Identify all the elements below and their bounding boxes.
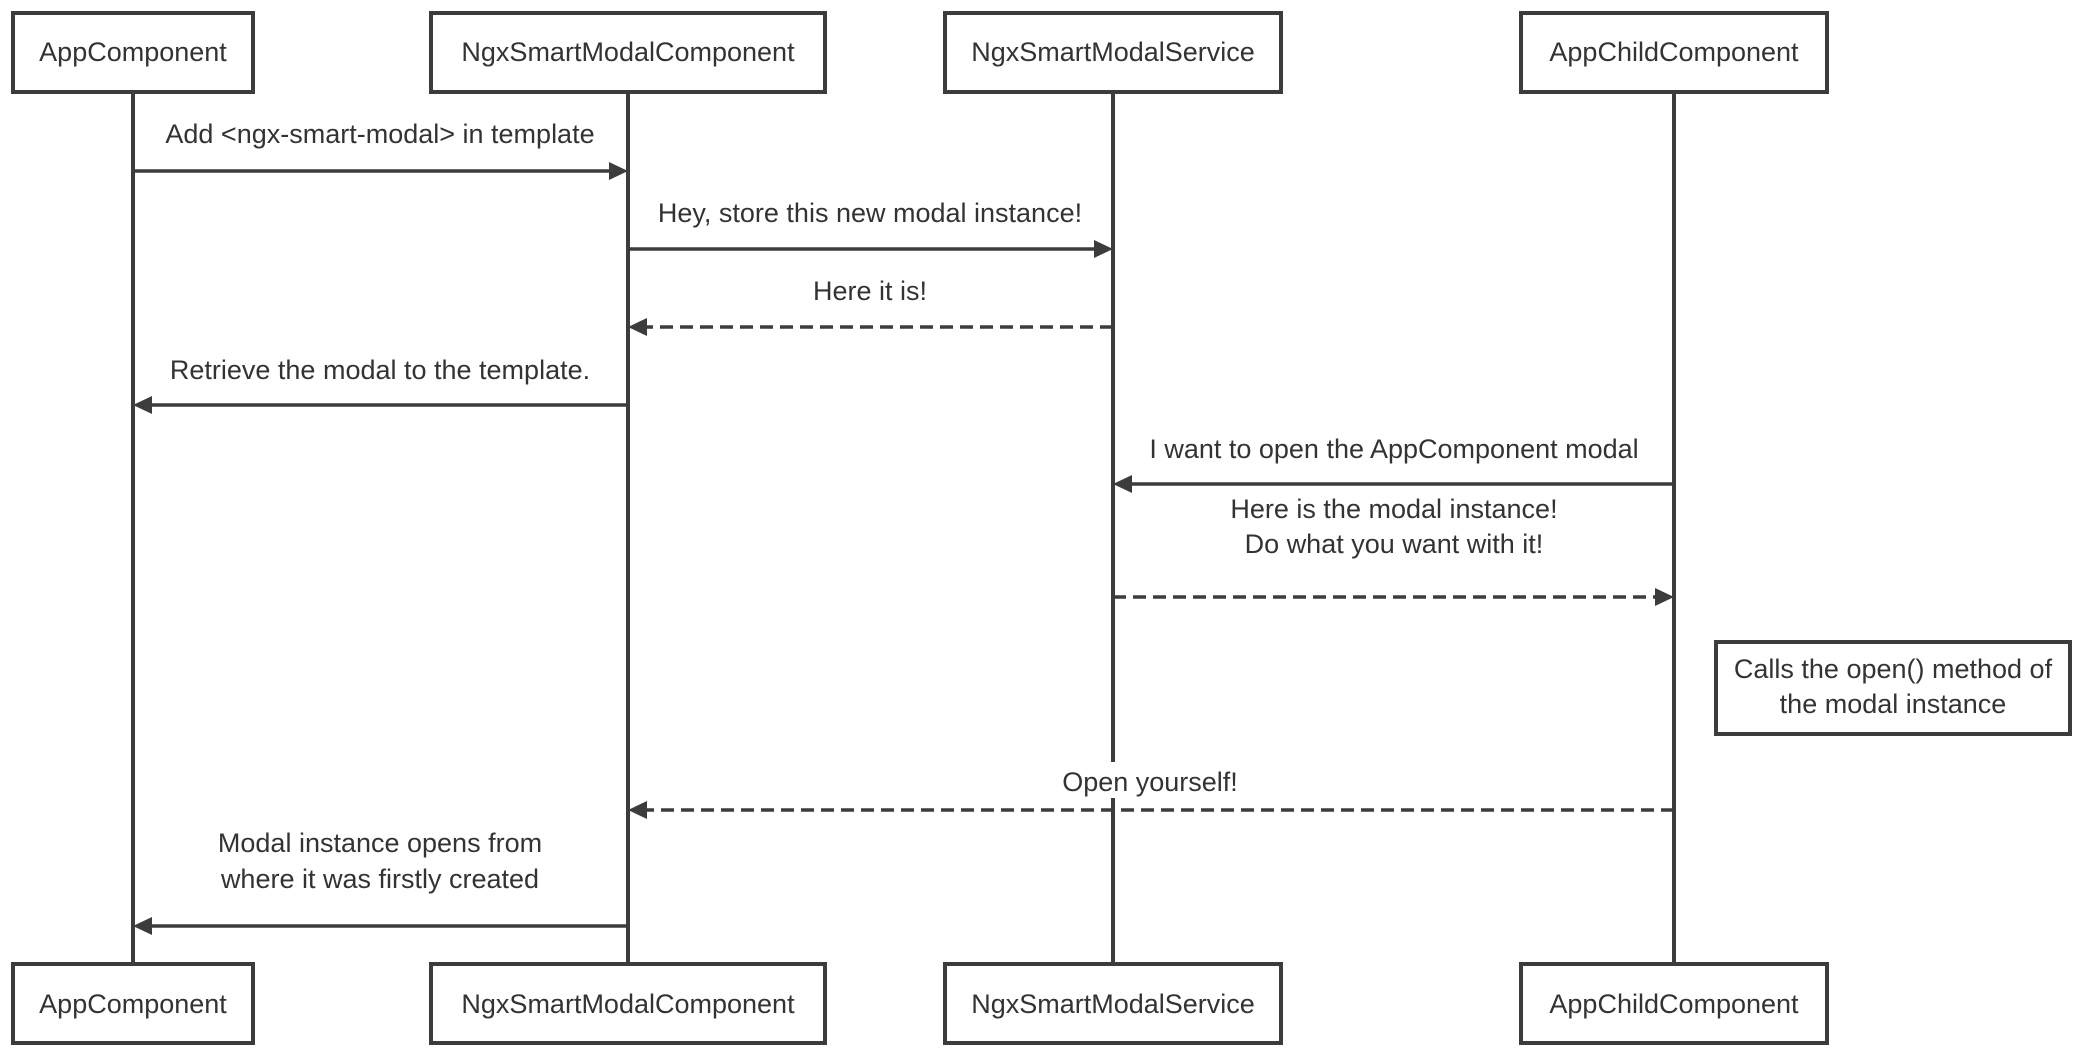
- participant-app-child-component-bottom: AppChildComponent: [1519, 962, 1829, 1045]
- lifelines: [131, 92, 1676, 964]
- participants-bottom: AppComponent NgxSmartModalComponent NgxS…: [11, 962, 1829, 1045]
- message-want-to-open: I want to open the AppComponent modal: [1113, 434, 1674, 493]
- arrowhead-right-icon: [1094, 240, 1113, 258]
- participant-app-child-component-top: AppChildComponent: [1519, 11, 1829, 94]
- message-label-line-2: Do what you want with it!: [1245, 529, 1544, 559]
- message-label-line-1: Modal instance opens from: [218, 828, 542, 858]
- message-label-line-2: where it was firstly created: [220, 864, 539, 894]
- label-background: [1050, 762, 1250, 798]
- arrowhead-right-icon: [609, 162, 628, 180]
- message-add-ngx-smart-modal: Add <ngx-smart-modal> in template: [133, 119, 628, 180]
- participant-label: AppComponent: [39, 989, 227, 1019]
- note-label-line-2: the modal instance: [1780, 689, 2007, 719]
- message-label: I want to open the AppComponent modal: [1149, 434, 1638, 464]
- arrowhead-left-icon: [1113, 475, 1132, 493]
- arrowhead-left-icon: [628, 801, 647, 819]
- participant-ngx-smart-modal-component-top: NgxSmartModalComponent: [429, 11, 827, 94]
- participants-top: AppComponent NgxSmartModalComponent NgxS…: [11, 11, 1829, 94]
- participant-label: NgxSmartModalService: [971, 37, 1255, 67]
- arrowhead-left-icon: [133, 917, 152, 935]
- message-store-modal-instance: Hey, store this new modal instance!: [628, 198, 1113, 258]
- participant-app-component-bottom: AppComponent: [11, 962, 255, 1045]
- participant-ngx-smart-modal-component-bottom: NgxSmartModalComponent: [429, 962, 827, 1045]
- participant-ngx-smart-modal-service-bottom: NgxSmartModalService: [943, 962, 1283, 1045]
- message-label-line-1: Here is the modal instance!: [1230, 494, 1557, 524]
- message-label: Here it is!: [813, 276, 927, 306]
- participant-ngx-smart-modal-service-top: NgxSmartModalService: [943, 11, 1283, 94]
- message-label: Open yourself!: [1062, 767, 1238, 797]
- participant-label: AppChildComponent: [1549, 37, 1799, 67]
- arrowhead-right-icon: [1655, 588, 1674, 606]
- message-label: Add <ngx-smart-modal> in template: [165, 119, 594, 149]
- participant-app-component-top: AppComponent: [11, 11, 255, 94]
- message-label: Hey, store this new modal instance!: [658, 198, 1082, 228]
- participant-label: AppChildComponent: [1549, 989, 1799, 1019]
- arrowhead-left-icon: [133, 396, 152, 414]
- message-modal-opens: Modal instance opens from where it was f…: [133, 828, 628, 935]
- participant-label: AppComponent: [39, 37, 227, 67]
- participant-label: NgxSmartModalService: [971, 989, 1255, 1019]
- messages: Add <ngx-smart-modal> in template Hey, s…: [133, 119, 1674, 935]
- arrowhead-left-icon: [628, 318, 647, 336]
- message-retrieve-modal: Retrieve the modal to the template.: [133, 355, 628, 414]
- note-label-line-1: Calls the open() method of: [1734, 654, 2053, 684]
- participant-label: NgxSmartModalComponent: [461, 37, 795, 67]
- message-open-yourself: Open yourself!: [628, 762, 1674, 819]
- message-label: Retrieve the modal to the template.: [170, 355, 590, 385]
- message-here-is-modal-instance: Here is the modal instance! Do what you …: [1113, 494, 1674, 606]
- message-here-it-is: Here it is!: [628, 276, 1113, 336]
- participant-label: NgxSmartModalComponent: [461, 989, 795, 1019]
- note-calls-open-method: Calls the open() method of the modal ins…: [1714, 640, 2072, 736]
